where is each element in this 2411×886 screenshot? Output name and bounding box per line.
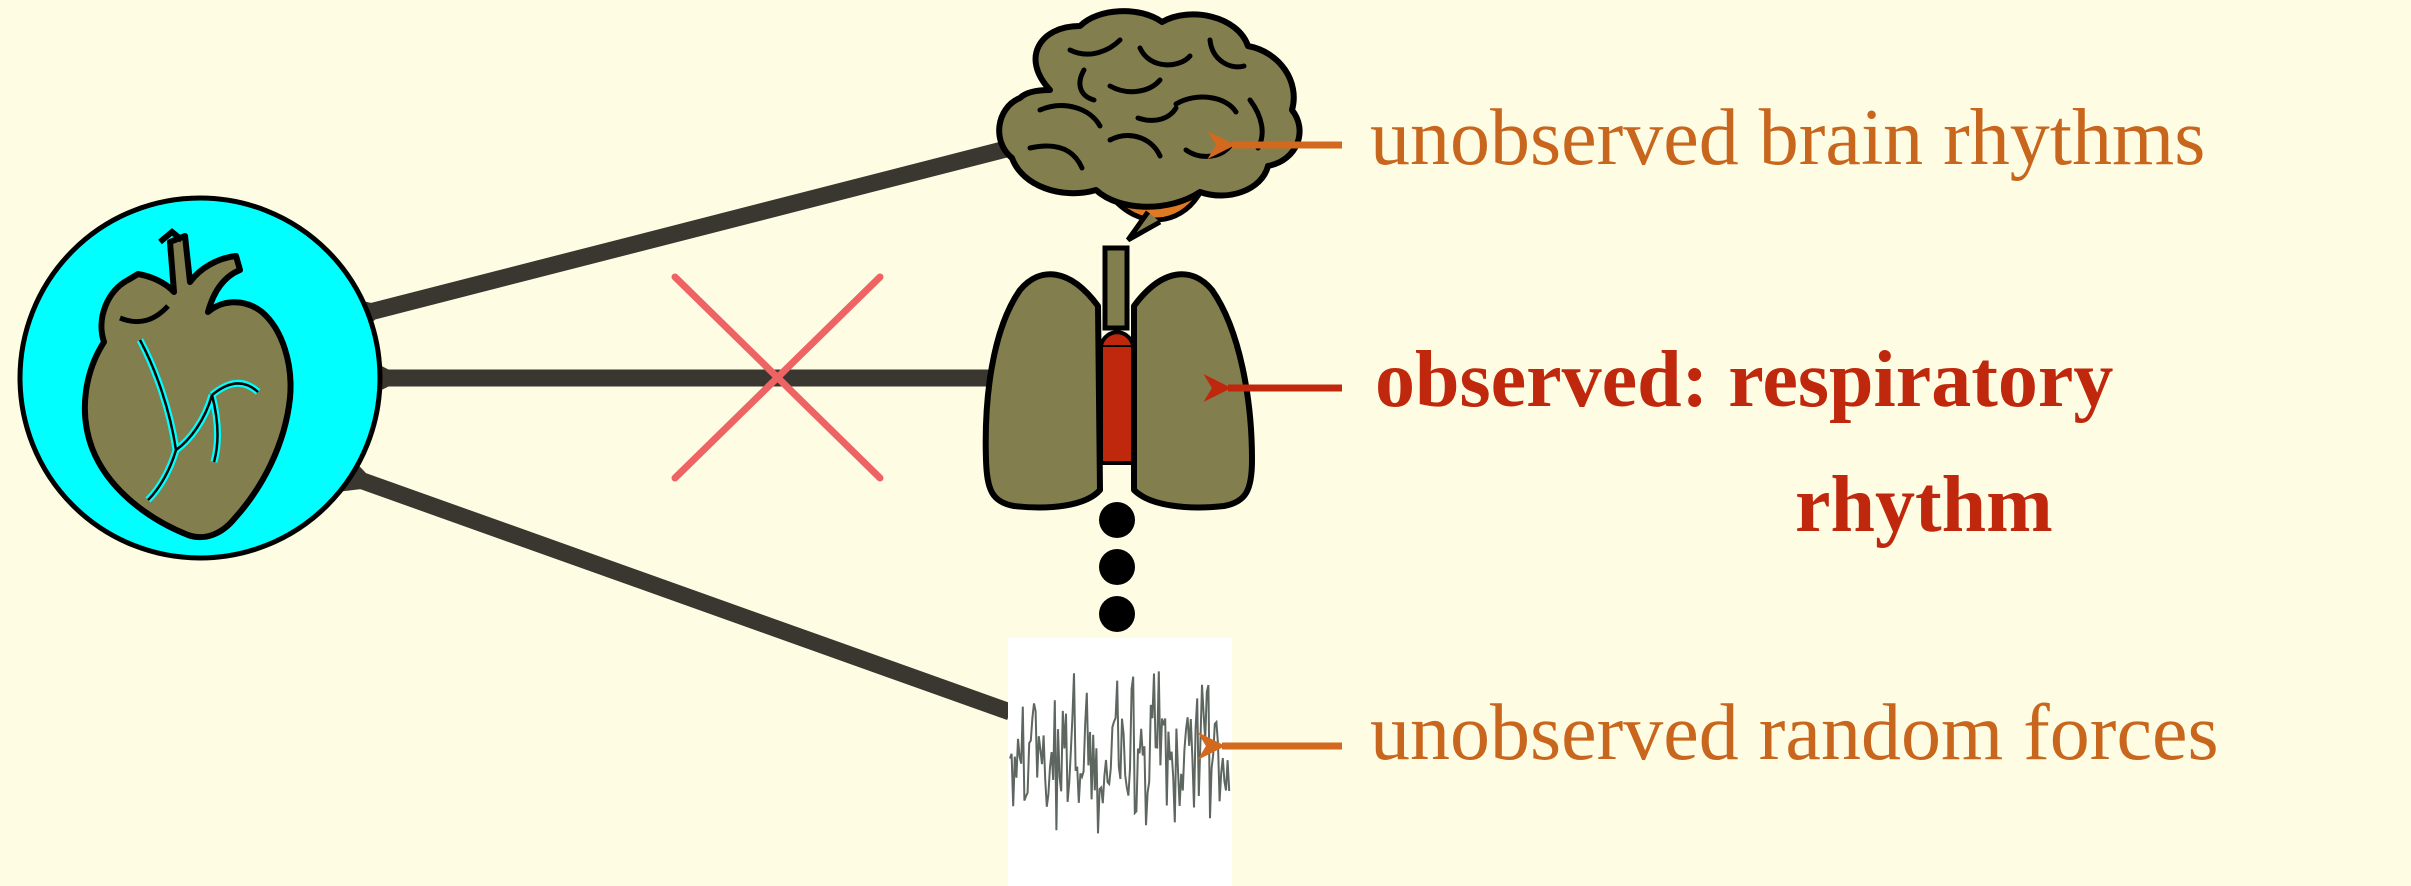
noise-to-heart-arrow bbox=[266, 404, 1013, 721]
ellipsis-dots bbox=[1099, 502, 1135, 632]
brain-to-heart-arrow bbox=[278, 139, 1013, 382]
lungs-icon bbox=[982, 245, 1255, 511]
brain-icon bbox=[996, 8, 1303, 243]
respiratory-rhythm-label-line2: rhythm bbox=[1795, 461, 2053, 549]
cross-mark bbox=[671, 273, 884, 482]
respiratory-rhythm-label: observed: respiratory bbox=[1375, 336, 2114, 424]
brain-rhythms-label: unobserved brain rhythms bbox=[1370, 94, 2206, 182]
random-forces-label: unobserved random forces bbox=[1370, 689, 2219, 777]
heart-icon bbox=[17, 195, 383, 561]
influence-arrows bbox=[266, 139, 1013, 721]
noise-signal-icon bbox=[1008, 638, 1232, 886]
